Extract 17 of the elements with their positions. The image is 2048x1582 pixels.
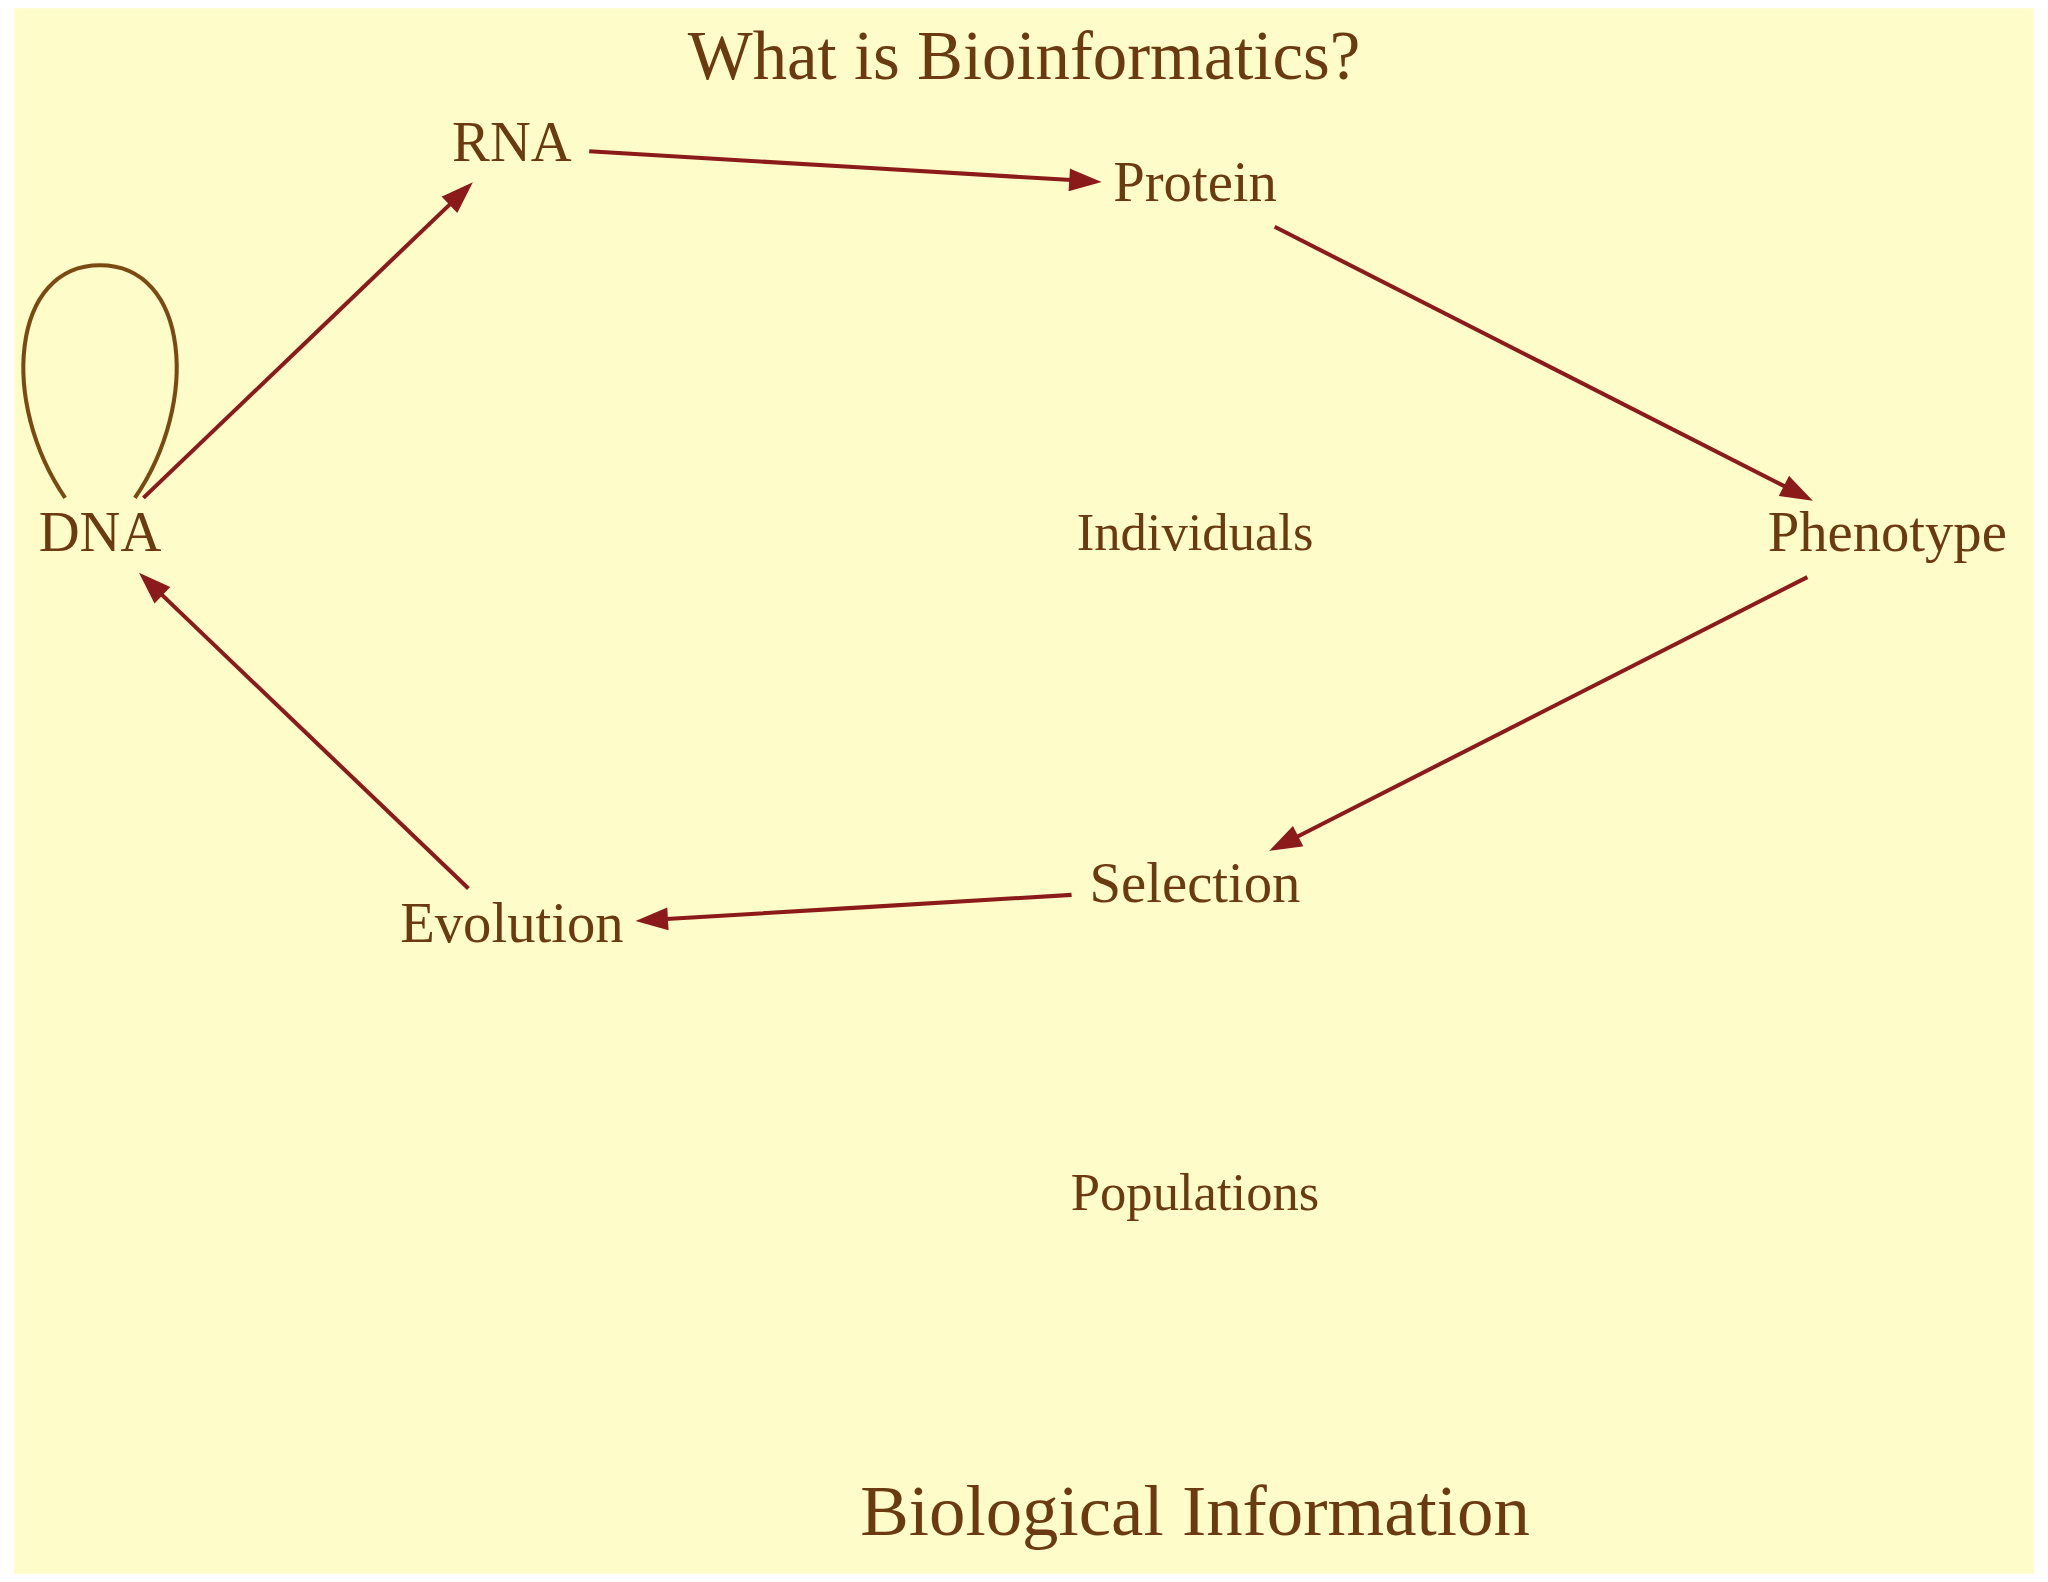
arrow — [1269, 575, 1809, 851]
node-text: RNA — [452, 110, 572, 173]
connector — [21, 263, 179, 499]
arrow — [1273, 225, 1813, 501]
caption: Biological Information — [860, 1469, 1530, 1551]
arrow — [138, 572, 470, 890]
node-text: DNA — [38, 501, 162, 564]
arrow — [635, 892, 1072, 931]
node-text: Protein — [1113, 151, 1277, 214]
node-text: Evolution — [400, 892, 624, 955]
label: Individuals — [1076, 503, 1314, 562]
node-text: Selection — [1089, 851, 1301, 914]
node-text: Phenotype — [1767, 501, 2007, 564]
arrow — [589, 149, 1102, 192]
label: Populations — [1070, 1163, 1320, 1222]
diagram-title: What is Bioinformatics? — [687, 18, 1361, 95]
arrow — [142, 182, 473, 500]
